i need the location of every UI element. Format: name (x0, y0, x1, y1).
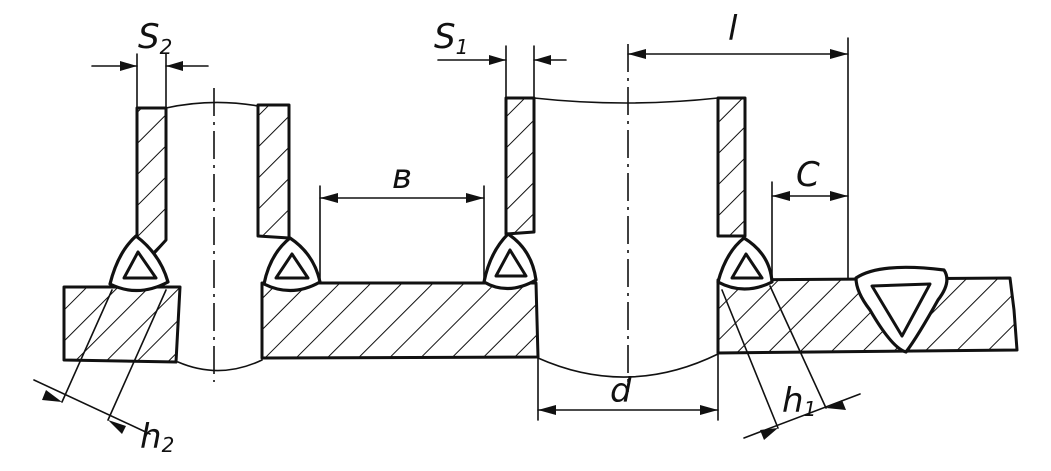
dim-b (319, 185, 485, 283)
dim-h2 (33, 289, 167, 435)
label-s2: S2 (138, 17, 172, 59)
weld-mid-tube-right (716, 236, 774, 291)
base-plate-middle (260, 281, 540, 360)
label-c: C (796, 155, 820, 195)
weld-butt-plate (854, 265, 949, 354)
mid-tube-wall-right (716, 96, 747, 238)
dim-d (537, 353, 719, 421)
weld-left-tube-inner (262, 236, 322, 293)
label-h1: h1 (782, 381, 816, 421)
dim-c (771, 181, 849, 281)
dim-l (627, 37, 849, 279)
dim-s1 (437, 45, 567, 99)
mid-tube-break (533, 97, 719, 104)
dim-s2 (91, 53, 209, 109)
left-tube-break (165, 101, 259, 109)
plate-break-left (177, 359, 263, 372)
plate-break-center (537, 353, 719, 378)
weld-left-tube (108, 234, 170, 293)
label-l: l (728, 9, 738, 49)
left-tube-wall-right (256, 103, 291, 240)
dim-h1 (721, 285, 861, 440)
label-b: в (392, 157, 412, 197)
mid-tube-wall-left (504, 96, 536, 236)
left-tube-wall-left (135, 106, 168, 274)
label-h2: h2 (140, 417, 174, 457)
label-s1: S1 (434, 17, 468, 59)
label-d: d (610, 371, 632, 411)
weld-mid-tube-left (482, 232, 538, 291)
